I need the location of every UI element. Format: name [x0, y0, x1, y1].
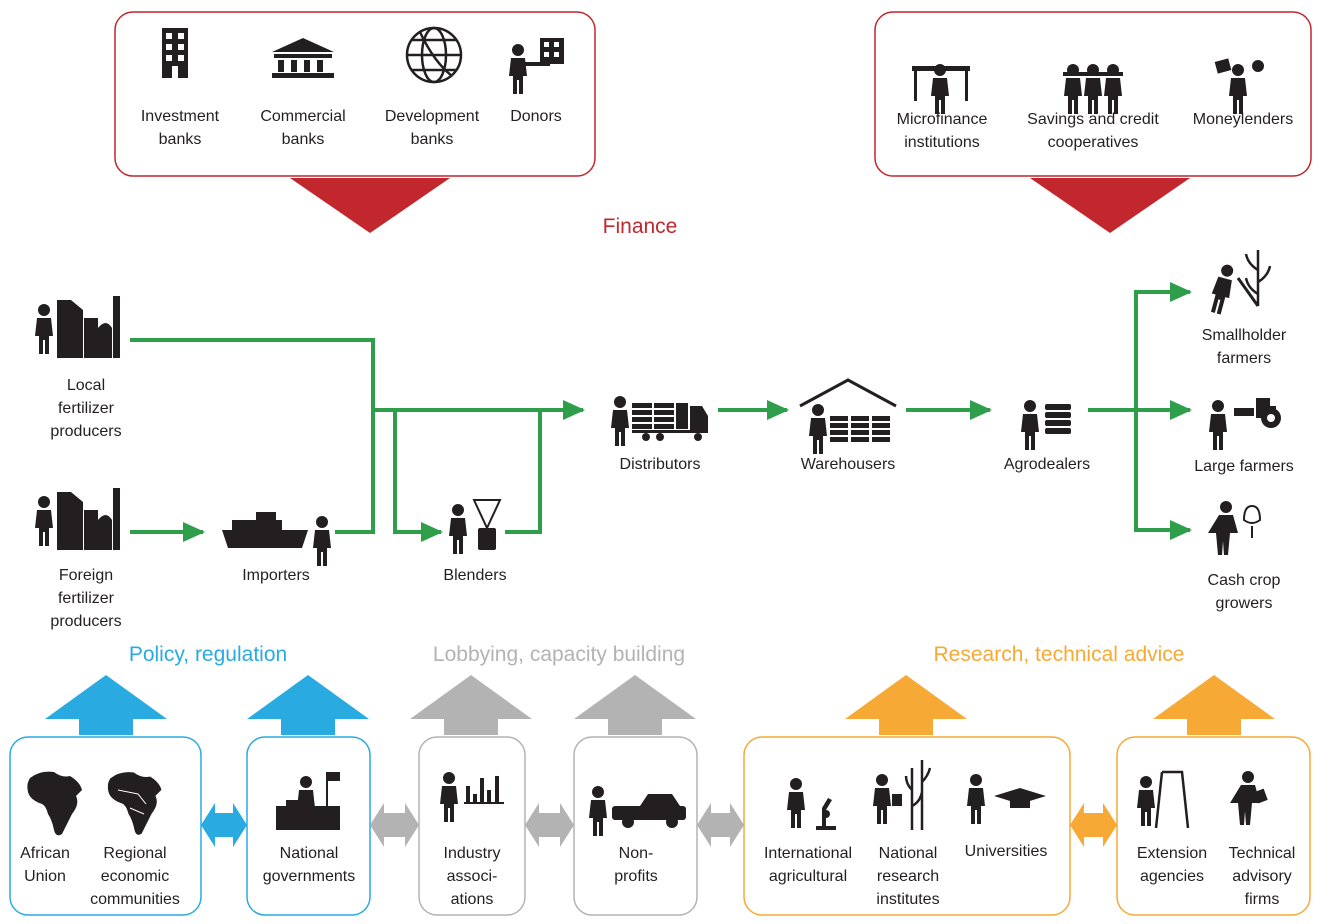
smallholder-label: Smallholder farmers — [1201, 327, 1287, 367]
finance-arrow-left — [290, 178, 450, 233]
tractor-icon — [1209, 398, 1281, 450]
research-heading: Research, technical advice — [933, 643, 1185, 666]
industry-associations-label: Industry associ- ations — [443, 845, 501, 908]
savings-label: Savings and credit cooperatives — [1027, 111, 1159, 151]
international-institutes-label: International agricultural — [763, 845, 853, 885]
lobbying-box-industry — [418, 736, 526, 916]
nonprofits-label: Non- profits — [614, 845, 658, 885]
africa-map-icon — [27, 771, 82, 836]
formal-finance-box — [114, 11, 596, 177]
foreign-producers-label: Foreign fertilizer producers — [50, 567, 122, 630]
microfinance-icon — [912, 64, 970, 114]
agrodealers-label: Agrodealers — [1003, 456, 1091, 473]
moneylender-icon — [1214, 58, 1264, 114]
nonprofit-truck-icon — [589, 786, 686, 836]
distributors-label: Distributors — [619, 456, 701, 473]
agrodealer-icon — [1021, 400, 1071, 450]
donor-icon — [509, 38, 564, 94]
microscope-icon — [787, 778, 836, 830]
large-farmers-label: Large farmers — [1194, 458, 1294, 475]
finance-arrow-right — [1030, 178, 1190, 233]
extension-agencies-label: Extension agencies — [1136, 845, 1208, 885]
national-governments-label: National governments — [262, 845, 356, 885]
extension-board-icon — [1137, 770, 1190, 829]
moneylenders-label: Moneylenders — [1192, 111, 1294, 128]
cash-crop-grower-icon — [1208, 501, 1262, 555]
globe-icon — [405, 26, 463, 84]
researcher-maize-icon — [873, 760, 932, 830]
local-producers-label: Local fertilizer producers — [50, 377, 122, 440]
finance-heading: Finance — [602, 215, 678, 238]
cash-crop-label: Cash crop growers — [1207, 572, 1281, 612]
up-arrows — [45, 675, 1275, 735]
donors-label: Donors — [510, 108, 562, 125]
supply-flow-lines — [130, 282, 1192, 542]
lobbying-box-nonprofits — [573, 736, 698, 916]
research-box-advisory — [1116, 736, 1311, 916]
graduation-cap-icon — [967, 774, 1046, 824]
factory-icon — [35, 296, 120, 358]
african-union-label: African Union — [20, 845, 70, 885]
warehouse-icon — [799, 378, 897, 454]
blenders-label: Blenders — [443, 567, 507, 584]
ship-icon — [222, 512, 331, 566]
commercial-banks-label: Commercial banks — [260, 108, 346, 148]
building-icon — [162, 28, 188, 78]
universities-label: Universities — [964, 843, 1048, 860]
informal-finance-box — [874, 11, 1312, 177]
policy-heading: Policy, regulation — [128, 643, 288, 666]
importers-label: Importers — [242, 567, 310, 584]
research-box-institutes — [743, 736, 1071, 916]
recs-label: Regional economic communities — [90, 845, 180, 908]
government-desk-icon — [276, 772, 340, 830]
microfinance-label: Microfinance institutions — [896, 111, 988, 151]
technical-advisory-label: Technical advisory firms — [1228, 845, 1296, 908]
double-arrows — [201, 803, 1117, 847]
blender-icon — [449, 499, 502, 554]
factory-icon — [35, 488, 120, 550]
investment-banks-label: Investment banks — [140, 108, 220, 148]
bank-icon — [272, 38, 334, 78]
savings-cooperative-icon — [1063, 64, 1123, 114]
industry-association-icon — [440, 772, 504, 822]
policy-box-regional — [9, 736, 202, 916]
smallholder-farmer-icon — [1207, 250, 1272, 316]
development-banks-label: Development banks — [384, 108, 480, 148]
policy-box-national — [246, 736, 371, 916]
truck-icon — [611, 396, 708, 446]
national-research-label: National research institutes — [876, 845, 940, 908]
lobbying-heading: Lobbying, capacity building — [432, 643, 686, 666]
warehousers-label: Warehousers — [800, 456, 896, 473]
africa-regions-map-icon — [106, 771, 163, 836]
advisor-clipboard-icon — [1230, 771, 1268, 825]
